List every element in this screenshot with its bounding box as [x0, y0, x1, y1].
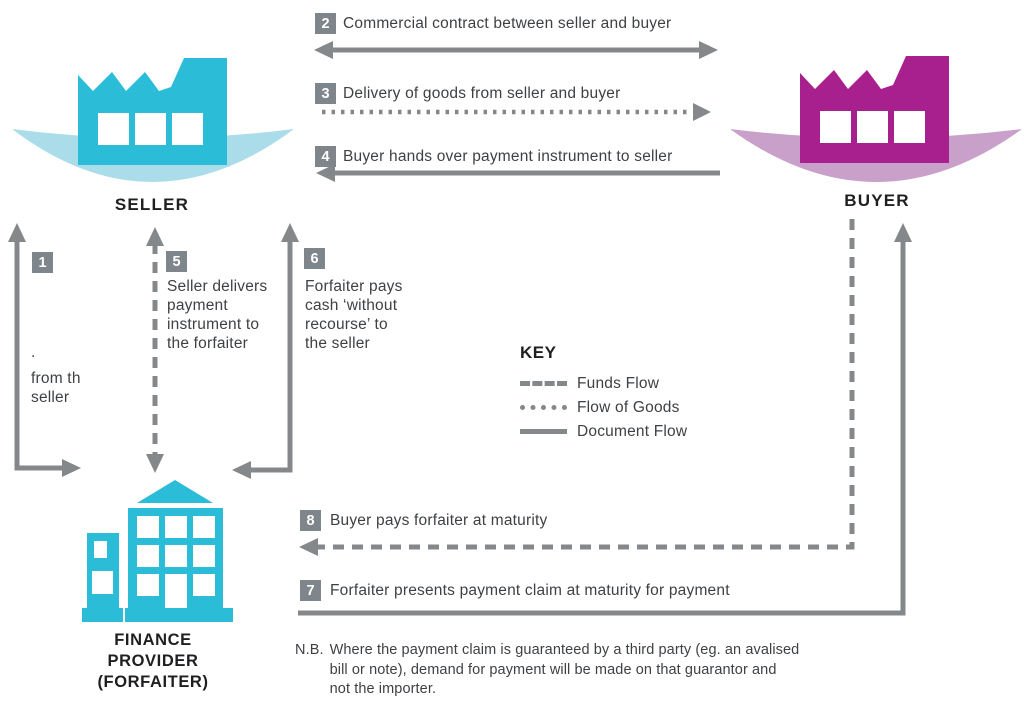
- solid-line-swatch: [520, 429, 567, 434]
- arrowhead-left: [316, 164, 335, 182]
- step-6-badge: 6: [304, 248, 325, 269]
- step-8-badge: 8: [300, 510, 321, 531]
- step-3-badge: 3: [315, 83, 336, 104]
- purchase-claim-line: [14, 238, 64, 471]
- footnote-text: Where the payment claim is guaranteed by…: [330, 641, 800, 700]
- step-5-badge: 5: [166, 251, 187, 272]
- footnote-line: bill or note), demand for payment will b…: [329, 661, 777, 678]
- step-5-line: the forfaiter: [167, 335, 249, 352]
- arrowhead-right: [699, 41, 718, 59]
- footnote-line: Where the payment claim is guaranteed by…: [329, 642, 800, 658]
- step-2-label: Commercial contract between seller and b…: [343, 15, 672, 32]
- step-6-label: Forfaiter pays cash ‘without recourse’ t…: [305, 277, 403, 353]
- step-1-label: . from th seller: [31, 343, 81, 407]
- legend-row-document-flow: Document Flow: [520, 422, 687, 441]
- legend: KEY Funds Flow Flow of Goods Document Fl…: [520, 343, 687, 446]
- footnote: N.B. Where the payment claim is guarante…: [295, 641, 799, 700]
- step-1-line: .: [31, 344, 36, 361]
- buyer-pays-forfaiter-line: [316, 219, 855, 550]
- step-5-line: Seller delivers: [167, 278, 268, 295]
- arrowheads: [8, 41, 912, 556]
- dashed-line-swatch: [520, 381, 567, 386]
- forfaiter-pays-seller-line: [249, 238, 293, 473]
- arrowhead-up: [894, 223, 912, 242]
- step-2-badge: 2: [315, 13, 336, 34]
- dotted-line-swatch: [520, 405, 567, 410]
- step-6-line: cash ‘without: [305, 297, 398, 314]
- claim-presentation-line: [298, 238, 906, 616]
- legend-label: Flow of Goods: [577, 398, 680, 416]
- arrowhead-up: [281, 223, 299, 242]
- step-4-label: Buyer hands over payment instrument to s…: [343, 148, 673, 165]
- step-6-line: the seller: [305, 335, 370, 352]
- step-6-line: recourse’ to: [305, 316, 388, 333]
- step-5-line: instrument to: [167, 316, 260, 333]
- finance-provider-label: FINANCE PROVIDER (FORFAITER): [88, 630, 218, 693]
- legend-row-flow-of-goods: Flow of Goods: [520, 398, 687, 417]
- flow-lines: [14, 47, 906, 616]
- finance-provider-line: FINANCE: [114, 631, 192, 649]
- footnote-prefix: N.B.: [295, 642, 324, 658]
- arrowhead-left: [314, 41, 333, 59]
- step-8-label: Buyer pays forfaiter at maturity: [330, 512, 548, 529]
- step-7-badge: 7: [300, 580, 321, 601]
- step-5-line: payment: [167, 297, 228, 314]
- step-7-label: Forfaiter presents payment claim at matu…: [330, 582, 730, 599]
- finance-provider-line: (FORFAITER): [97, 673, 209, 691]
- footnote-line: not the importer.: [329, 681, 437, 697]
- arrowhead-right: [62, 459, 81, 477]
- legend-row-funds-flow: Funds Flow: [520, 374, 687, 393]
- arrowhead-up: [146, 227, 164, 246]
- arrowhead-right: [693, 103, 711, 121]
- step-4-badge: 4: [315, 146, 336, 167]
- finance-provider-line: PROVIDER: [107, 652, 199, 670]
- step-3-label: Delivery of goods from seller and buyer: [343, 85, 621, 102]
- seller-factory-icon: [78, 58, 227, 165]
- step-1-line: seller: [31, 389, 70, 406]
- legend-label: Funds Flow: [577, 374, 660, 392]
- arrowhead-up: [8, 223, 26, 242]
- arrowhead-down: [146, 454, 164, 473]
- step-1-line: from th: [31, 370, 81, 387]
- buyer-factory-icon: [800, 56, 949, 163]
- step-6-line: Forfaiter pays: [305, 278, 403, 295]
- arrowhead-left: [299, 538, 318, 556]
- legend-title: KEY: [520, 343, 557, 362]
- step-5-label: Seller delivers payment instrument to th…: [167, 277, 267, 353]
- buyer-label: BUYER: [844, 191, 910, 210]
- legend-label: Document Flow: [577, 422, 688, 440]
- step-1-badge: 1: [32, 252, 53, 273]
- finance-provider-building-icon: [82, 480, 233, 622]
- arrowhead-left: [232, 461, 251, 479]
- seller-label: SELLER: [114, 195, 190, 214]
